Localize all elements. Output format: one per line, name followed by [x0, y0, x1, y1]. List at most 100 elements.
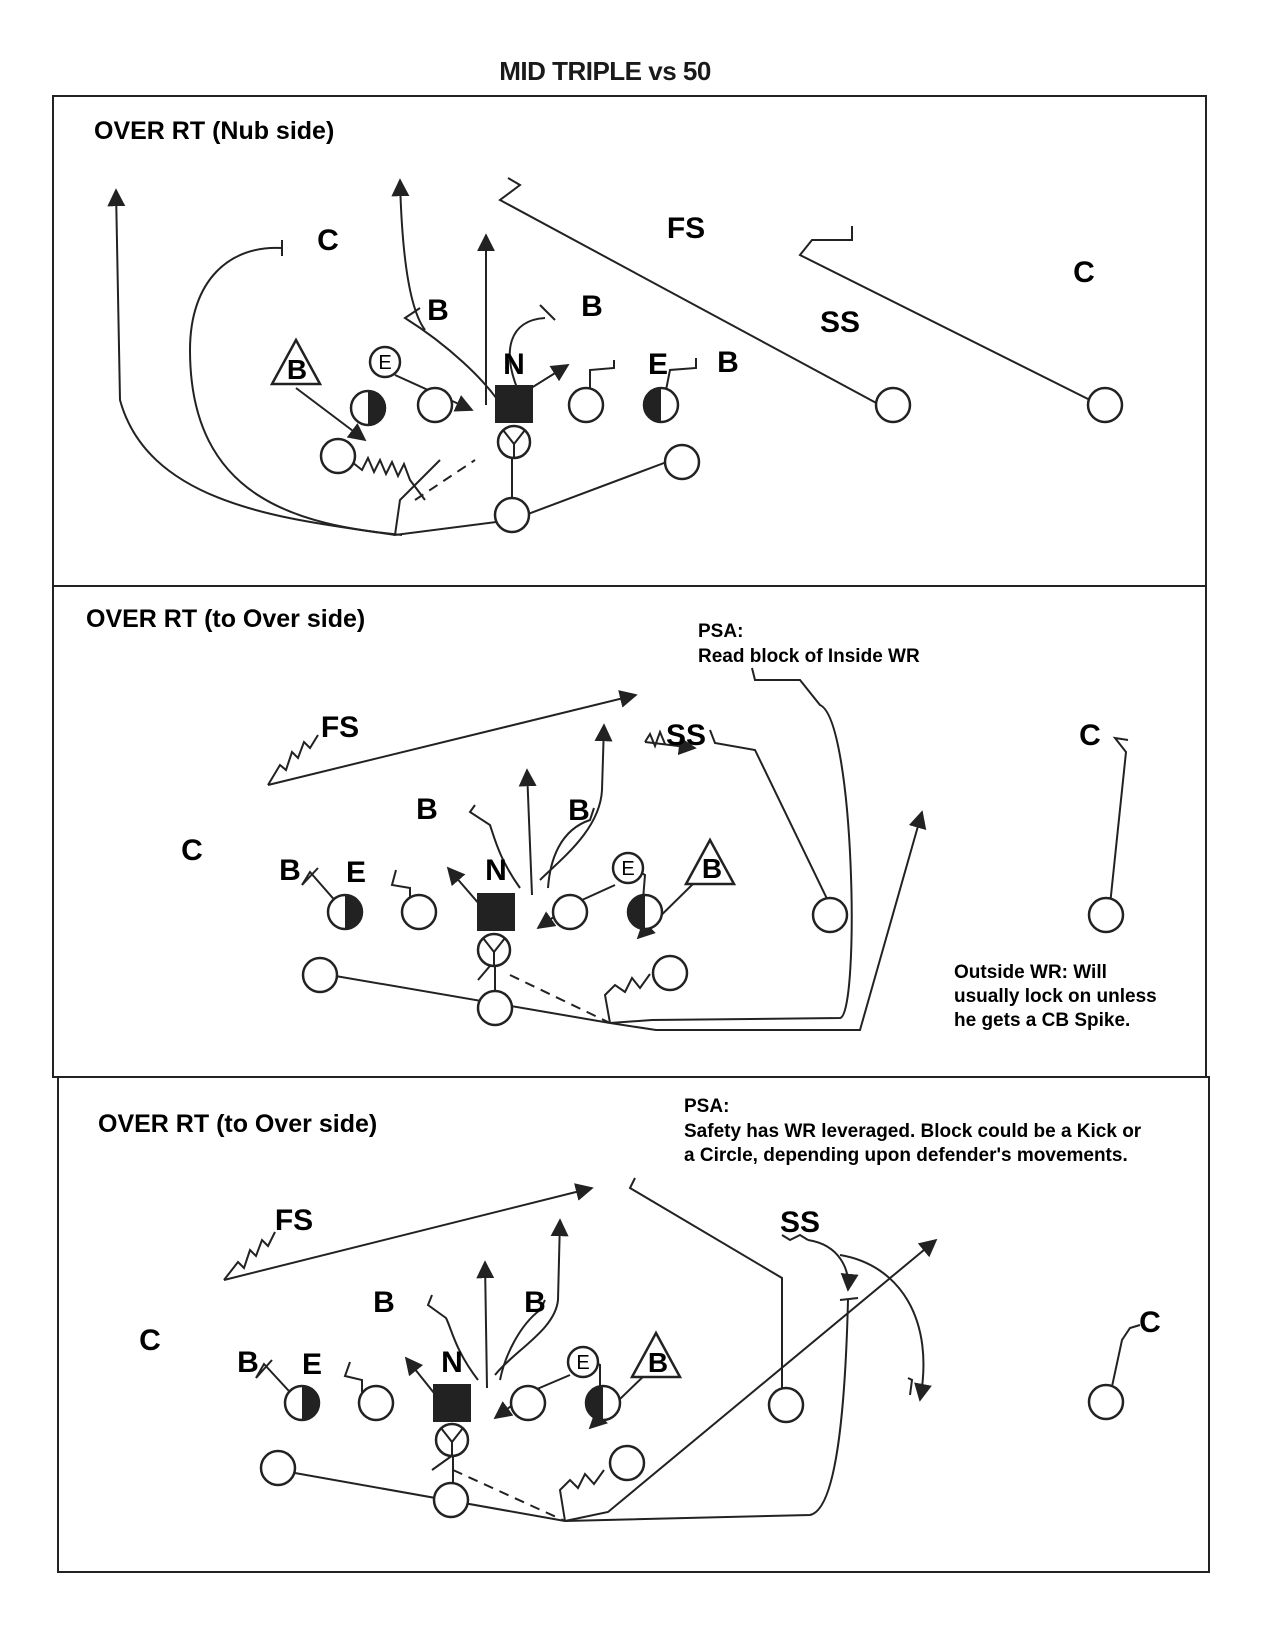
- panel-title: OVER RT (Nub side): [94, 117, 334, 145]
- player-circle: [476, 989, 514, 1027]
- player-circle: [767, 1386, 805, 1424]
- route-line: [317, 972, 611, 1024]
- wr-note: he gets a CB Spike.: [954, 1010, 1130, 1031]
- block-tick: [781, 1233, 809, 1242]
- block-line: [498, 177, 881, 406]
- block-line: [508, 317, 546, 396]
- defender-label: B: [717, 346, 739, 379]
- route-line: [295, 387, 367, 442]
- block-tick: [839, 1297, 859, 1301]
- defender-label: FS: [321, 711, 359, 744]
- defender-label: E: [576, 1352, 589, 1374]
- route-line: [539, 723, 613, 881]
- block-line: [1109, 736, 1129, 906]
- panel-title: OVER RT (to Over side): [98, 1110, 377, 1138]
- player-circle: [874, 386, 912, 424]
- block-line: [547, 807, 595, 889]
- block-tick: [907, 1377, 914, 1396]
- route-line: [107, 188, 396, 536]
- defender-label: N: [485, 854, 507, 887]
- zigzag-line: [223, 1231, 276, 1281]
- defender-label: B: [427, 294, 449, 327]
- player-circle: [259, 1449, 297, 1487]
- psa-note: PSA:: [684, 1096, 729, 1117]
- route-line: [609, 810, 927, 1031]
- defender-label: FS: [275, 1204, 313, 1237]
- block-line: [798, 226, 1101, 406]
- player-circle: [1087, 896, 1125, 934]
- defender-label: B: [648, 1347, 668, 1378]
- block-line: [255, 1359, 301, 1404]
- player-circle: [357, 1384, 395, 1422]
- player-circle: [663, 443, 701, 481]
- zigzag-line: [558, 1469, 605, 1522]
- defender-label: N: [441, 1346, 463, 1379]
- player-circle: [651, 954, 689, 992]
- defender-label: C: [1139, 1306, 1161, 1339]
- wr-note: Outside WR: Will: [954, 962, 1107, 983]
- panel-title: OVER RT (to Over side): [86, 605, 365, 633]
- end-half-shaded: [345, 895, 362, 929]
- defender-label: B: [416, 793, 438, 826]
- wr-note: usually lock on unless: [954, 986, 1157, 1007]
- block-tick: [539, 304, 556, 321]
- defender-label: B: [524, 1286, 546, 1319]
- psa-note: a Circle, depending upon defender's move…: [684, 1145, 1128, 1166]
- route-line: [564, 1299, 849, 1522]
- ring-defender: [368, 345, 402, 379]
- player-circle: [567, 386, 605, 424]
- block-line: [499, 1299, 546, 1381]
- psa-note: Read block of Inside WR: [698, 646, 920, 667]
- player-circle: [319, 437, 357, 475]
- block-line: [709, 729, 831, 906]
- zigzag-line: [644, 729, 666, 749]
- defender-label: C: [1073, 256, 1095, 289]
- panel-2-drawing: OVER RT (to Over side) PSA: Read block o…: [86, 605, 1157, 1031]
- defender-label: B: [373, 1286, 395, 1319]
- panel-1-drawing: OVER RT (Nub side): [94, 117, 1124, 537]
- end-half-shaded: [368, 391, 385, 425]
- route-line: [393, 459, 673, 537]
- qb-y-mark: [502, 429, 526, 458]
- player-circle: [1086, 386, 1124, 424]
- zigzag-line: [267, 734, 319, 786]
- defender-label: E: [621, 858, 634, 880]
- defender-label: SS: [820, 306, 860, 339]
- end-half-shaded: [586, 1386, 603, 1420]
- zigzag-line: [351, 455, 426, 501]
- end-half-shaded: [628, 895, 645, 929]
- defender-label: E: [378, 352, 391, 374]
- block-line: [343, 1361, 363, 1400]
- qb-y-mark: [482, 937, 506, 966]
- route-line: [839, 1254, 932, 1402]
- triangle-defender: [683, 837, 737, 886]
- page-title: MID TRIPLE vs 50: [499, 56, 711, 86]
- route-line: [404, 1356, 439, 1399]
- play-panel-3: [57, 1076, 1210, 1573]
- route-line: [476, 1260, 495, 1389]
- defender-label: SS: [780, 1206, 820, 1239]
- player-circle: [416, 386, 454, 424]
- center-square: [495, 385, 533, 423]
- pitch-line: [414, 459, 476, 501]
- ring-defender: [611, 851, 645, 885]
- defender-label: C: [139, 1324, 161, 1357]
- block-line: [628, 1177, 783, 1407]
- route-line: [807, 1239, 859, 1292]
- defender-label: C: [1079, 719, 1101, 752]
- psa-note: PSA:: [698, 621, 743, 642]
- defender-label: B: [581, 290, 603, 323]
- block-line: [301, 867, 346, 913]
- block-line: [664, 358, 697, 396]
- defender-label: E: [648, 348, 668, 381]
- player-circle: [400, 893, 438, 931]
- player-circle: [509, 1384, 547, 1422]
- block-line: [1107, 1324, 1141, 1406]
- defender-label: B: [287, 354, 307, 385]
- triangle-defender: [269, 337, 323, 386]
- ring-defender: [566, 1345, 600, 1379]
- route-line: [267, 690, 638, 786]
- defender-label: C: [181, 834, 203, 867]
- pitch-line: [452, 1469, 566, 1522]
